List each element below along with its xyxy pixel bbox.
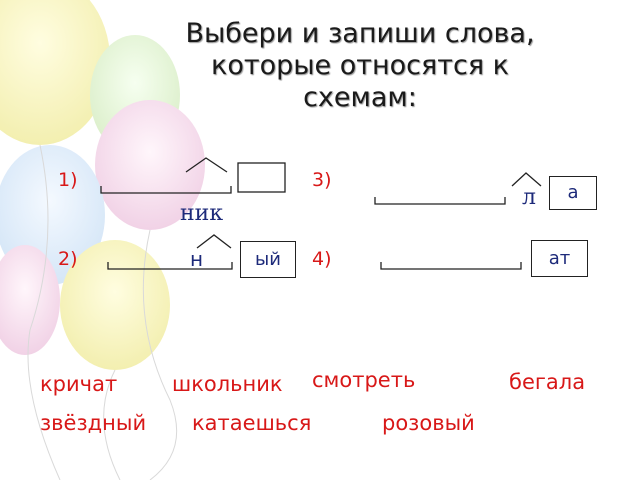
scheme-2-root-suffix-ending: [107, 234, 233, 270]
scheme-number-3: 3): [312, 169, 332, 191]
scheme-4-ending-box: ат: [531, 240, 588, 277]
scheme-4-root-ending: [380, 262, 522, 270]
scheme-number-4: 4): [312, 248, 332, 270]
root-bracket: [107, 262, 233, 270]
word-option[interactable]: школьник: [172, 372, 283, 396]
scheme-number-1: 1): [58, 169, 78, 191]
root-bracket: [100, 186, 232, 194]
slide-title: Выбери и запиши слова, которые относятся…: [120, 18, 600, 114]
scheme-3-suffix-label: л: [522, 185, 536, 210]
word-option[interactable]: кричат: [40, 372, 118, 396]
root-bracket: [374, 197, 506, 205]
suffix-caret: [196, 234, 232, 249]
scheme-2-ending-box: ый: [240, 241, 296, 278]
word-option[interactable]: бегала: [509, 370, 586, 394]
suffix-caret: [511, 172, 542, 187]
word-option[interactable]: катаешься: [192, 411, 312, 435]
ending-box: [237, 162, 286, 193]
title-line-2: которые относятся к: [211, 50, 509, 81]
suffix-caret: [185, 157, 228, 173]
word-option[interactable]: звёздный: [40, 411, 147, 435]
scheme-1-suffix-label: ник: [180, 201, 224, 226]
scheme-1-root-suffix-ending: [100, 157, 286, 194]
title-line-3: схемам:: [303, 82, 417, 113]
word-option[interactable]: смотреть: [312, 368, 416, 392]
scheme-2-suffix-label: н: [190, 247, 204, 271]
word-option[interactable]: розовый: [382, 411, 475, 435]
root-bracket: [380, 262, 522, 270]
scheme-3-ending-box: а: [549, 176, 597, 210]
scheme-number-2: 2): [58, 248, 78, 270]
scheme-3-root-suffix-ending: [374, 172, 542, 205]
title-line-1: Выбери и запиши слова,: [185, 18, 535, 49]
